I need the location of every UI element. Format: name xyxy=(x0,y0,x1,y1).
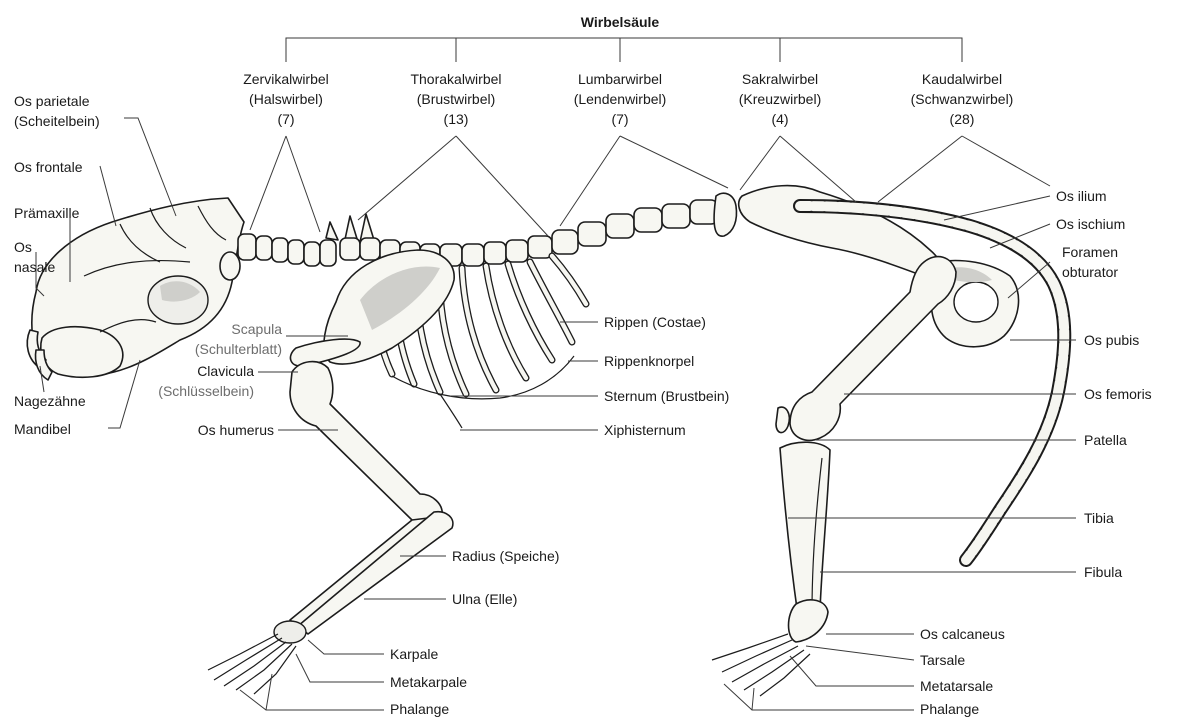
thoracic-count: (13) xyxy=(444,111,469,127)
thoracic-common: (Brustwirbel) xyxy=(417,91,496,107)
cervical-vertebrae xyxy=(238,222,338,266)
label-karpale: Karpale xyxy=(390,646,438,662)
caudal-count: (28) xyxy=(950,111,975,127)
label-os-ischium: Os ischium xyxy=(1056,216,1125,232)
cervical-name: Zervikalwirbel xyxy=(243,71,329,87)
label-nasale: nasale xyxy=(14,259,55,275)
sacral-common: (Kreuzwirbel) xyxy=(739,91,821,107)
label-os-pubis: Os pubis xyxy=(1084,332,1139,348)
forelimb xyxy=(208,250,454,694)
spine-labels: Wirbelsäule Zervikalwirbel (Halswirbel) … xyxy=(243,14,1013,127)
skeleton-illustration xyxy=(27,186,1064,696)
label-metatarsale: Metatarsale xyxy=(920,678,993,694)
label-schulterblatt: (Schulterblatt) xyxy=(195,341,282,357)
label-os: Os xyxy=(14,239,32,255)
sacral-name: Sakralwirbel xyxy=(742,71,818,87)
caudal-name: Kaudalwirbel xyxy=(922,71,1002,87)
label-os-ilium: Os ilium xyxy=(1056,188,1107,204)
label-fibula: Fibula xyxy=(1084,564,1122,580)
spine-title: Wirbelsäule xyxy=(581,14,660,30)
label-radius: Radius (Speiche) xyxy=(452,548,559,564)
forelimb-labels: Scapula (Schulterblatt) Clavicula (Schlü… xyxy=(158,321,559,717)
label-os-parietale: Os parietale xyxy=(14,93,90,109)
label-metakarpale: Metakarpale xyxy=(390,674,467,690)
label-patella: Patella xyxy=(1084,432,1127,448)
label-os-humerus: Os humerus xyxy=(198,422,274,438)
label-rippen: Rippen (Costae) xyxy=(604,314,706,330)
lumbar-count: (7) xyxy=(611,111,628,127)
label-tibia: Tibia xyxy=(1084,510,1114,526)
label-scheitelbein: (Scheitelbein) xyxy=(14,113,100,129)
leader-lines xyxy=(36,38,1076,710)
caudal-common: (Schwanzwirbel) xyxy=(911,91,1014,107)
trunk-labels: Rippen (Costae) Rippenknorpel Sternum (B… xyxy=(604,314,729,438)
sacral-count: (4) xyxy=(771,111,788,127)
label-mandibel: Mandibel xyxy=(14,421,71,437)
label-tarsale: Tarsale xyxy=(920,652,965,668)
label-ulna: Ulna (Elle) xyxy=(452,591,517,607)
label-praemaxille: Prämaxille xyxy=(14,205,80,221)
label-clavicula: Clavicula xyxy=(197,363,254,379)
label-phalange-hind: Phalange xyxy=(920,701,979,717)
label-phalange-fore: Phalange xyxy=(390,701,449,717)
label-sternum: Sternum (Brustbein) xyxy=(604,388,729,404)
label-foramen: Foramen xyxy=(1062,244,1118,260)
lumbar-common: (Lendenwirbel) xyxy=(574,91,667,107)
label-xiphisternum: Xiphisternum xyxy=(604,422,686,438)
label-os-calcaneus: Os calcaneus xyxy=(920,626,1005,642)
thoracic-name: Thorakalwirbel xyxy=(410,71,501,87)
label-rippenknorpel: Rippenknorpel xyxy=(604,353,694,369)
label-schluesselbein: (Schlüsselbein) xyxy=(158,383,254,399)
cervical-common: (Halswirbel) xyxy=(249,91,323,107)
label-obturator: obturator xyxy=(1062,264,1118,280)
label-nagezaehne: Nagezähne xyxy=(14,393,86,409)
lumbar-name: Lumbarwirbel xyxy=(578,71,662,87)
label-scapula: Scapula xyxy=(231,321,282,337)
label-os-frontale: Os frontale xyxy=(14,159,83,175)
label-os-femoris: Os femoris xyxy=(1084,386,1152,402)
cervical-count: (7) xyxy=(277,111,294,127)
